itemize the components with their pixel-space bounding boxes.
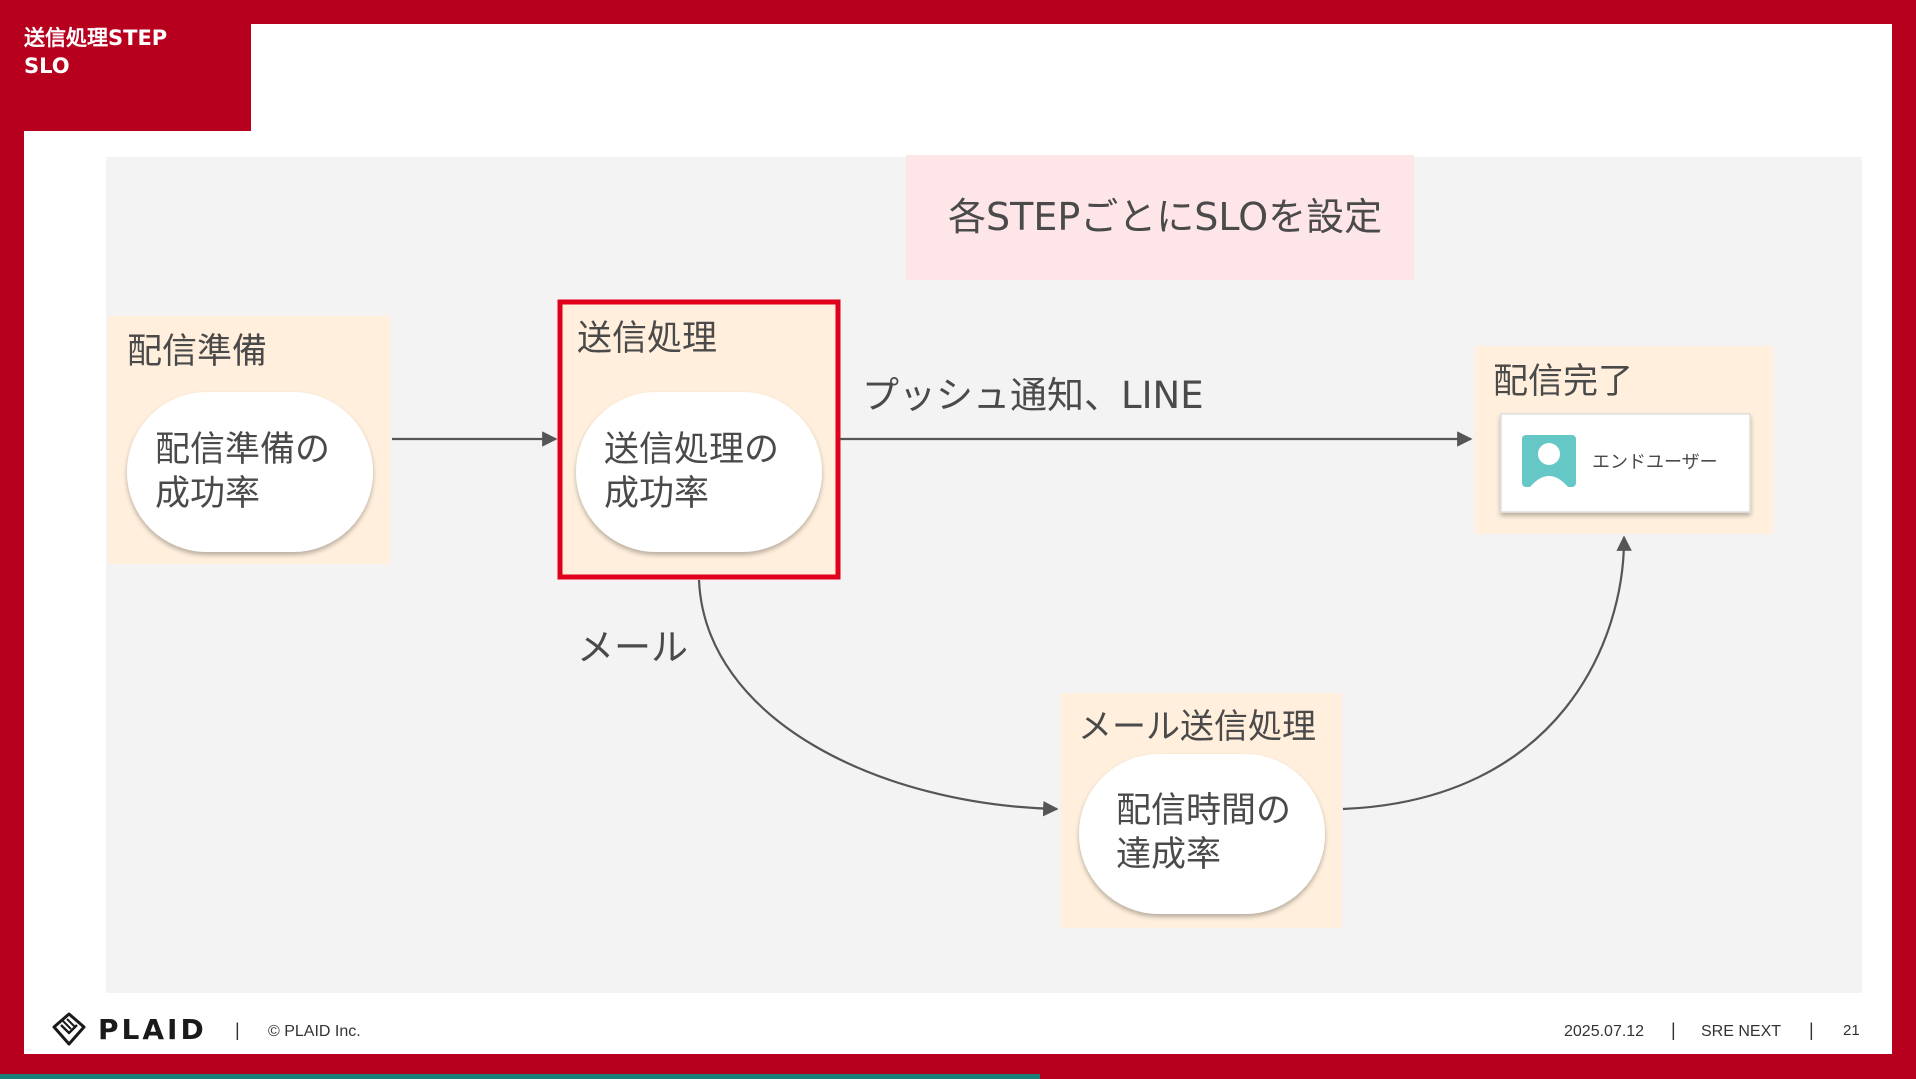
step-send: 送信処理 送信処理の 成功率: [557, 299, 841, 580]
step-prep-metric-line2: 成功率: [155, 474, 260, 514]
slide-title-line1: 送信処理STEP: [24, 26, 168, 50]
callout-box: [906, 155, 1414, 280]
plaid-diamond-icon: [52, 1012, 86, 1046]
step-send-metric-line2: 成功率: [604, 474, 709, 514]
end-user-label: エンドユーザー: [1592, 452, 1718, 473]
step-prep-metric-line1: 配信準備の: [155, 430, 330, 470]
step-send-metric-line1: 送信処理の: [604, 430, 779, 470]
footer-event: SRE NEXT: [1701, 1023, 1782, 1040]
diagram-panel: [106, 157, 1862, 993]
footer-separator: |: [1809, 1020, 1814, 1040]
slo-callout: 各STEPごとにSLOを設定: [906, 155, 1414, 280]
callout-text: 各STEPごとにSLOを設定: [948, 195, 1382, 239]
footer-separator: |: [1671, 1020, 1676, 1040]
arrow-mail-to-done: [1342, 535, 1632, 811]
edge-label-mail: メール: [577, 626, 688, 669]
step-mail-metric-pill: [1079, 754, 1325, 914]
step-mail-title: メール送信処理: [1078, 707, 1316, 747]
step-prep-metric-pill: [127, 392, 373, 552]
footer-copyright: © PLAID Inc.: [268, 1023, 361, 1040]
step-done: 配信完了 エンドユーザー: [1475, 346, 1773, 534]
footer-date: 2025.07.12: [1564, 1023, 1645, 1040]
footer: PLAID | © PLAID Inc. 2025.07.12 | SRE NE…: [24, 1012, 1892, 1057]
footer-page-number: 21: [1843, 1022, 1860, 1039]
step-prep-title: 配信準備: [127, 332, 267, 372]
step-mail-metric-line2: 達成率: [1116, 835, 1221, 875]
slide-title-line2: SLO: [24, 54, 70, 78]
bottom-accent-bar: [0, 1074, 1040, 1079]
title-tab: 送信処理STEP SLO: [24, 24, 251, 131]
footer-separator: |: [235, 1020, 240, 1040]
footer-brand: PLAID: [98, 1013, 207, 1046]
step-send-title: 送信処理: [577, 319, 717, 359]
step-send-metric-pill: [576, 392, 822, 552]
step-prep: 配信準備 配信準備の 成功率: [108, 316, 390, 564]
step-mail: メール送信処理 配信時間の 達成率: [1061, 693, 1342, 928]
step-mail-metric-line1: 配信時間の: [1116, 791, 1291, 831]
arrow-send-to-mail: [697, 579, 1059, 817]
step-done-title: 配信完了: [1493, 362, 1633, 402]
edge-label-push-line: プッシュ通知、LINE: [862, 374, 1204, 417]
user-avatar-icon: [1522, 435, 1576, 487]
